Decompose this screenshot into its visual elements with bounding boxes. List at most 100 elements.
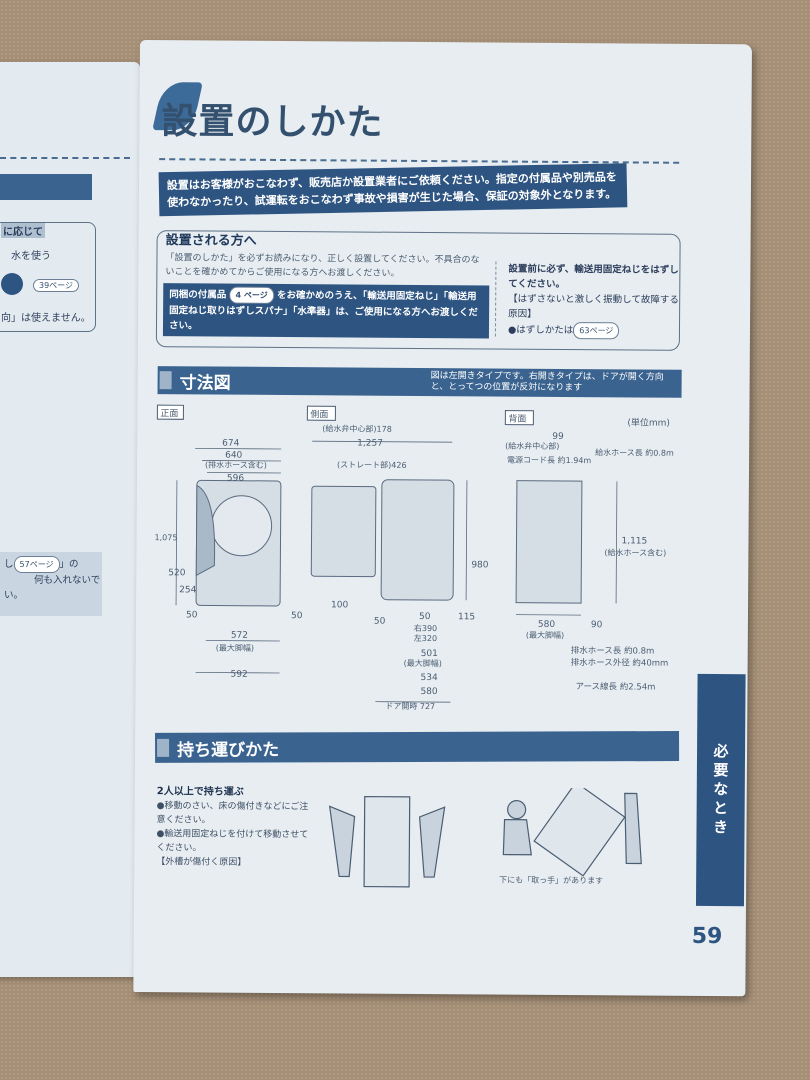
- washer-carried-icon: [363, 795, 411, 888]
- side-door: [310, 485, 377, 578]
- dim-front-572-note: (最大脚幅): [216, 643, 254, 653]
- bullet: ●移動のさい、床の傷付きなどにご注意ください。: [156, 801, 309, 826]
- dim-back-90: 90: [591, 620, 603, 630]
- dim-front-254: 254: [179, 585, 197, 595]
- button-icon: [1, 273, 23, 295]
- back-body: [515, 480, 583, 604]
- text: ●はずしかたは: [507, 324, 574, 337]
- info-box: に応じて 水を使う 39ページ 向」は使えません。: [0, 222, 96, 332]
- text: 」の: [59, 559, 79, 570]
- front-label: 正面: [160, 408, 178, 419]
- page-ref: 57ページ: [13, 556, 60, 573]
- text: 同梱の付属品: [169, 289, 227, 301]
- text: 何も入れないで: [34, 575, 101, 586]
- dim-back-cord: 電源コード長 約1.94m: [507, 455, 591, 466]
- dimensions-header: 寸法図 図は左開きタイプです。右開きタイプは、ドアが開く方向と、とってつの位置が…: [157, 366, 682, 398]
- installer-box: 設置される方へ 「設置のしかた」を必ずお読みになり、正しく設置してください。不具…: [155, 230, 684, 351]
- unit-label: (単位mm): [627, 416, 670, 428]
- right-page: 設置のしかた 設置はお客様がおこなわず、販売店か設置業者にご依頼ください。指定の…: [133, 40, 752, 997]
- dim-back-earth: アース線長 約2.54m: [575, 681, 655, 693]
- dim-side-100: 100: [331, 600, 349, 610]
- back-label: 背面: [508, 413, 526, 425]
- section-title: 持ち運びかた: [177, 739, 280, 761]
- dim-front-50-left: 50: [186, 610, 198, 620]
- dim-side-390: 右390: [414, 623, 437, 633]
- person-standing-icon: [624, 792, 642, 865]
- header-marker: [159, 371, 172, 390]
- person-right-icon: [418, 806, 446, 878]
- dim-back-1115: 1,115: [621, 536, 647, 546]
- carrying-text: 2人以上で持ち運ぶ ●移動のさい、床の傷付きなどにご注意ください。 ●輸送用固定…: [156, 785, 317, 870]
- dim-back-580: 580: [538, 620, 556, 630]
- text: い。: [4, 590, 24, 601]
- divider: [0, 157, 130, 159]
- dim-front-640: 640: [225, 451, 243, 461]
- section-note: 図は左開きタイプです。右開きタイプは、ドアが開く方向と、とってつの位置が反対にな…: [430, 371, 664, 394]
- text-line: 向」は使えません。: [1, 313, 91, 324]
- section-bar: [0, 174, 92, 200]
- dimension-diagram: 正面 側面 背面 (単位mm) 674 640 (排水ホース含む) 596 1,…: [154, 404, 674, 711]
- text: し: [4, 559, 14, 570]
- dim-back-drain-length: 排水ホース長 約0.8m: [571, 645, 655, 657]
- dim-back-580-note: (最大脚幅): [526, 630, 564, 640]
- dim-side-50: 50: [419, 612, 431, 622]
- page-ref: 4 ページ: [229, 286, 274, 304]
- screw-note: 設置前に必ず、輸送用固定ねじをはずしてください。 【はずさないと激しく振動して故…: [494, 261, 684, 340]
- dim-side-178: (給水弁中心部)178: [322, 423, 392, 433]
- bullet: ●輸送用固定ねじを付けて移動させてください。: [156, 829, 309, 854]
- dim-side-727: ドア開時 727: [385, 702, 435, 711]
- warning-banner: 設置はお客様がおこなわず、販売店か設置業者にご依頼ください。指定の付属品や別売品…: [158, 163, 628, 217]
- accessory-note: 同梱の付属品 4 ページ をお確かめのうえ、「輸送用固定ねじ」「輸送用固定ねじ取…: [162, 283, 490, 339]
- handle-caption: 下にも「取っ手」があります: [499, 875, 603, 886]
- section-title: 寸法図: [179, 372, 231, 394]
- door-panel: [195, 484, 216, 577]
- dim-back-hose: 給水ホース長 約0.8m: [595, 447, 674, 458]
- dim-front-50-right: 50: [291, 611, 303, 621]
- page-title: 設置のしかた: [161, 101, 384, 144]
- text: 設置前に必ず、輸送用固定ねじをはずしてください。: [508, 263, 679, 290]
- text-line: 水を使う: [11, 251, 51, 262]
- dim-side-980: 980: [471, 560, 489, 570]
- dim-side-501-note: (最大脚幅): [404, 658, 442, 668]
- dim-back-99: 99: [552, 432, 564, 442]
- page-number: 59: [691, 923, 723, 950]
- dim-side-501: 501: [421, 649, 438, 659]
- page-ref: 39ページ: [33, 279, 80, 292]
- dim-front-640-note: (排水ホース含む): [205, 459, 267, 469]
- dim-side-1257: 1,257: [357, 439, 383, 449]
- dim-side-50-left: 50: [374, 617, 386, 627]
- dim-front-592: 592: [231, 670, 248, 680]
- text: 【はずさないと激しく振動して故障する原因】: [508, 293, 679, 320]
- dim-back-drain-diameter: 排水ホース外径 約40mm: [571, 657, 669, 669]
- dim-side-115: 115: [458, 612, 475, 622]
- box-heading: に応じて: [1, 223, 45, 238]
- dim-front-674: 674: [222, 439, 240, 449]
- side-body: [380, 479, 455, 601]
- page-ref: 63ページ: [573, 322, 620, 340]
- dim-front-520: 520: [168, 568, 186, 578]
- dim-side-534: 534: [421, 673, 439, 683]
- side-tab: 必要なとき: [695, 673, 746, 907]
- carrying-illustration: 下にも「取っ手」があります: [328, 786, 642, 888]
- dim-side-426: (ストレート部)426: [337, 459, 407, 469]
- subheading: 2人以上で持ち運ぶ: [156, 786, 244, 798]
- dim-side-320: 左320: [414, 633, 437, 643]
- dim-front-596: 596: [227, 474, 245, 484]
- person-left-icon: [328, 805, 356, 878]
- person-crouch-icon: [507, 800, 527, 820]
- dim-front-1075: 1,075: [154, 533, 177, 542]
- dim-side-580: 580: [420, 687, 438, 697]
- dim-back-1115-note: (給水ホース含む): [604, 547, 666, 557]
- carrying-header: 持ち運びかた: [155, 731, 680, 763]
- side-label: 側面: [310, 408, 328, 420]
- box-text: 「設置のしかた」を必ずお読みになり、正しく設置してください。不具合のないことを確…: [165, 253, 480, 279]
- header-marker: [157, 738, 170, 757]
- dim-back-99-note: (給水弁中心部): [505, 441, 559, 451]
- dim-front-572: 572: [231, 631, 248, 641]
- box-heading: 設置される方へ: [165, 233, 257, 249]
- washer-tilted-icon: [533, 786, 626, 877]
- bullet-note: 【外槽が傷付く原因】: [156, 857, 247, 868]
- front-door: [211, 495, 273, 557]
